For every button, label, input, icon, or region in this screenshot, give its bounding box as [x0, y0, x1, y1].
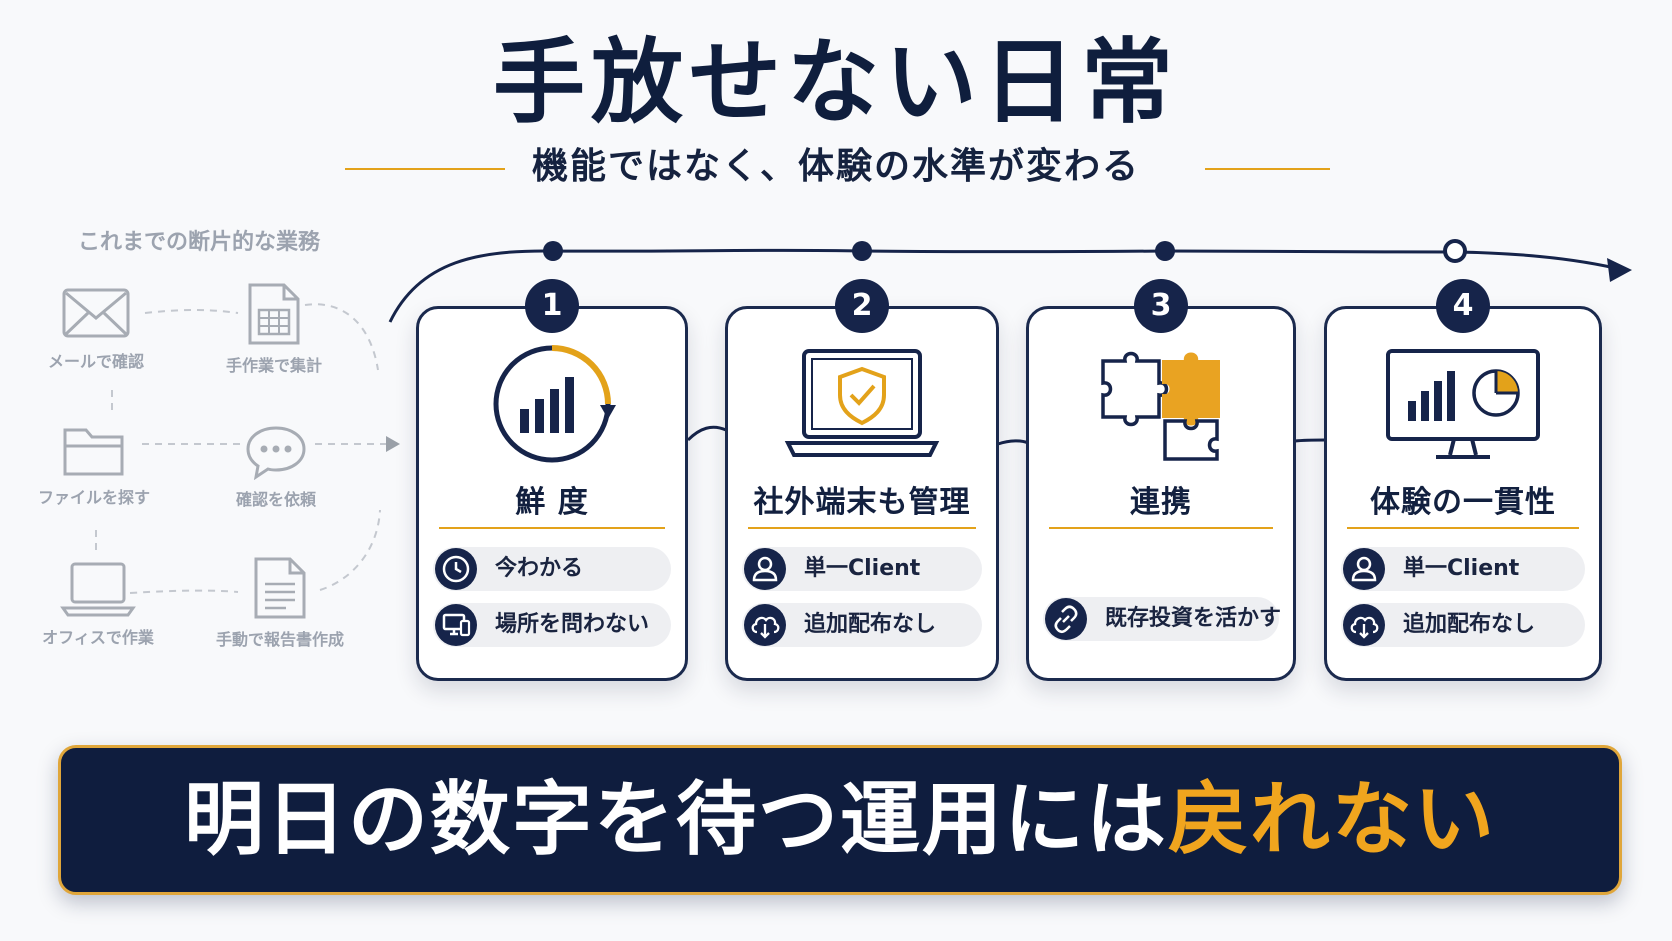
banner-text: 明日の数字を待つ運用には戻れない	[61, 748, 1619, 892]
legacy-item-document: 手動で報告書作成	[190, 556, 370, 650]
user-icon	[752, 556, 778, 582]
user-icon	[1351, 556, 1377, 582]
legacy-label: 確認を依頼	[235, 490, 316, 509]
puzzle-icon	[1101, 351, 1220, 461]
pill-text: 追加配布なし	[1403, 612, 1536, 637]
envelope-icon	[62, 288, 130, 338]
pill-leverage-investment: 既存投資を活かす	[1043, 597, 1282, 641]
bottom-banner: 明日の数字を待つ運用には戻れない	[58, 745, 1622, 895]
card-freshness: 1 鮮 度 今わかる 場所を問わない	[416, 279, 688, 681]
card-number-badge: 2	[835, 279, 889, 333]
folder-icon	[63, 428, 124, 476]
pill-text: 単一Client	[1403, 556, 1520, 581]
chat-bubble-icon	[246, 426, 306, 480]
clock-chart-icon	[493, 345, 616, 463]
pill-single-client: 単一Client	[742, 547, 982, 591]
legacy-item-spreadsheet: 手作業で集計	[184, 282, 364, 376]
clock-icon	[442, 555, 470, 583]
legacy-label: 手動で報告書作成	[215, 630, 344, 649]
timeline-arrow-icon	[1607, 258, 1632, 282]
legacy-item-chat: 確認を依頼	[186, 424, 366, 510]
timeline-node-4	[1443, 239, 1467, 263]
pill-anywhere: 場所を問わない	[433, 603, 671, 647]
laptop-shield-icon	[784, 349, 940, 457]
pill-text: 追加配布なし	[804, 612, 937, 637]
pill-text: 場所を問わない	[495, 612, 650, 637]
legacy-dashed-links	[95, 303, 388, 594]
subtitle-row: 機能ではなく、体験の水準が変わる	[0, 142, 1672, 192]
card-consistent-experience: 4 体験の一貫性 単一Client	[1324, 279, 1602, 681]
document-icon	[254, 557, 306, 619]
legacy-arrow-icon	[386, 436, 400, 452]
card-number-badge: 4	[1436, 279, 1490, 333]
pill-now: 今わかる	[433, 547, 671, 591]
card-rule	[439, 527, 665, 529]
pill-text: 今わかる	[495, 556, 584, 581]
card-rule	[1347, 527, 1579, 529]
legacy-title: これまでの断片的な業務	[78, 230, 321, 255]
cloud-download-icon	[1350, 616, 1379, 639]
timeline-node-3	[1155, 241, 1175, 261]
spreadsheet-icon	[248, 283, 300, 345]
card-rule	[748, 527, 976, 529]
legacy-label: メールで確認	[47, 352, 144, 371]
laptop-icon	[60, 562, 136, 617]
card-integration: 3 連携 既存投資を活かす	[1026, 279, 1296, 681]
pill-text: 既存投資を活かす	[1105, 606, 1282, 631]
card-title: 体験の一貫性	[1370, 485, 1556, 520]
card-number-badge: 3	[1134, 279, 1188, 333]
pill-no-extra-distribution: 追加配布なし	[742, 603, 982, 647]
link-icon	[1054, 605, 1078, 634]
subtitle-rule-right	[1205, 168, 1330, 170]
banner-text-accent: 戻れない	[1168, 773, 1496, 866]
monitor-chart-icon	[1386, 349, 1540, 459]
timeline-node-2	[852, 241, 872, 261]
legacy-item-email: メールで確認	[6, 286, 186, 372]
devices-icon	[442, 613, 471, 637]
page-subtitle: 機能ではなく、体験の水準が変わる	[531, 146, 1140, 187]
legacy-label: ファイルを探す	[37, 488, 150, 507]
pill-text: 単一Client	[804, 556, 921, 581]
legacy-item-laptop: オフィスで作業	[8, 560, 188, 648]
legacy-label: オフィスで作業	[42, 628, 154, 647]
subtitle-rule-left	[345, 168, 505, 170]
legacy-item-folder: ファイルを探す	[4, 422, 184, 508]
cloud-download-icon	[751, 616, 780, 639]
legacy-label: 手作業で集計	[225, 356, 322, 375]
banner-text-main: 明日の数字を待つ運用には	[184, 773, 1168, 866]
card-external-devices: 2 社外端末も管理 単一Client 追加配布なし	[725, 279, 999, 681]
timeline-node-1	[543, 241, 563, 261]
pill-single-client: 単一Client	[1341, 547, 1585, 591]
card-title: 社外端末も管理	[753, 485, 971, 520]
pill-no-extra-distribution: 追加配布なし	[1341, 603, 1585, 647]
card-rule	[1049, 527, 1273, 529]
card-number-badge: 1	[525, 279, 579, 333]
card-title: 連携	[1130, 485, 1192, 520]
card-title: 鮮 度	[515, 485, 589, 520]
page-title: 手放せない日常	[492, 29, 1179, 136]
